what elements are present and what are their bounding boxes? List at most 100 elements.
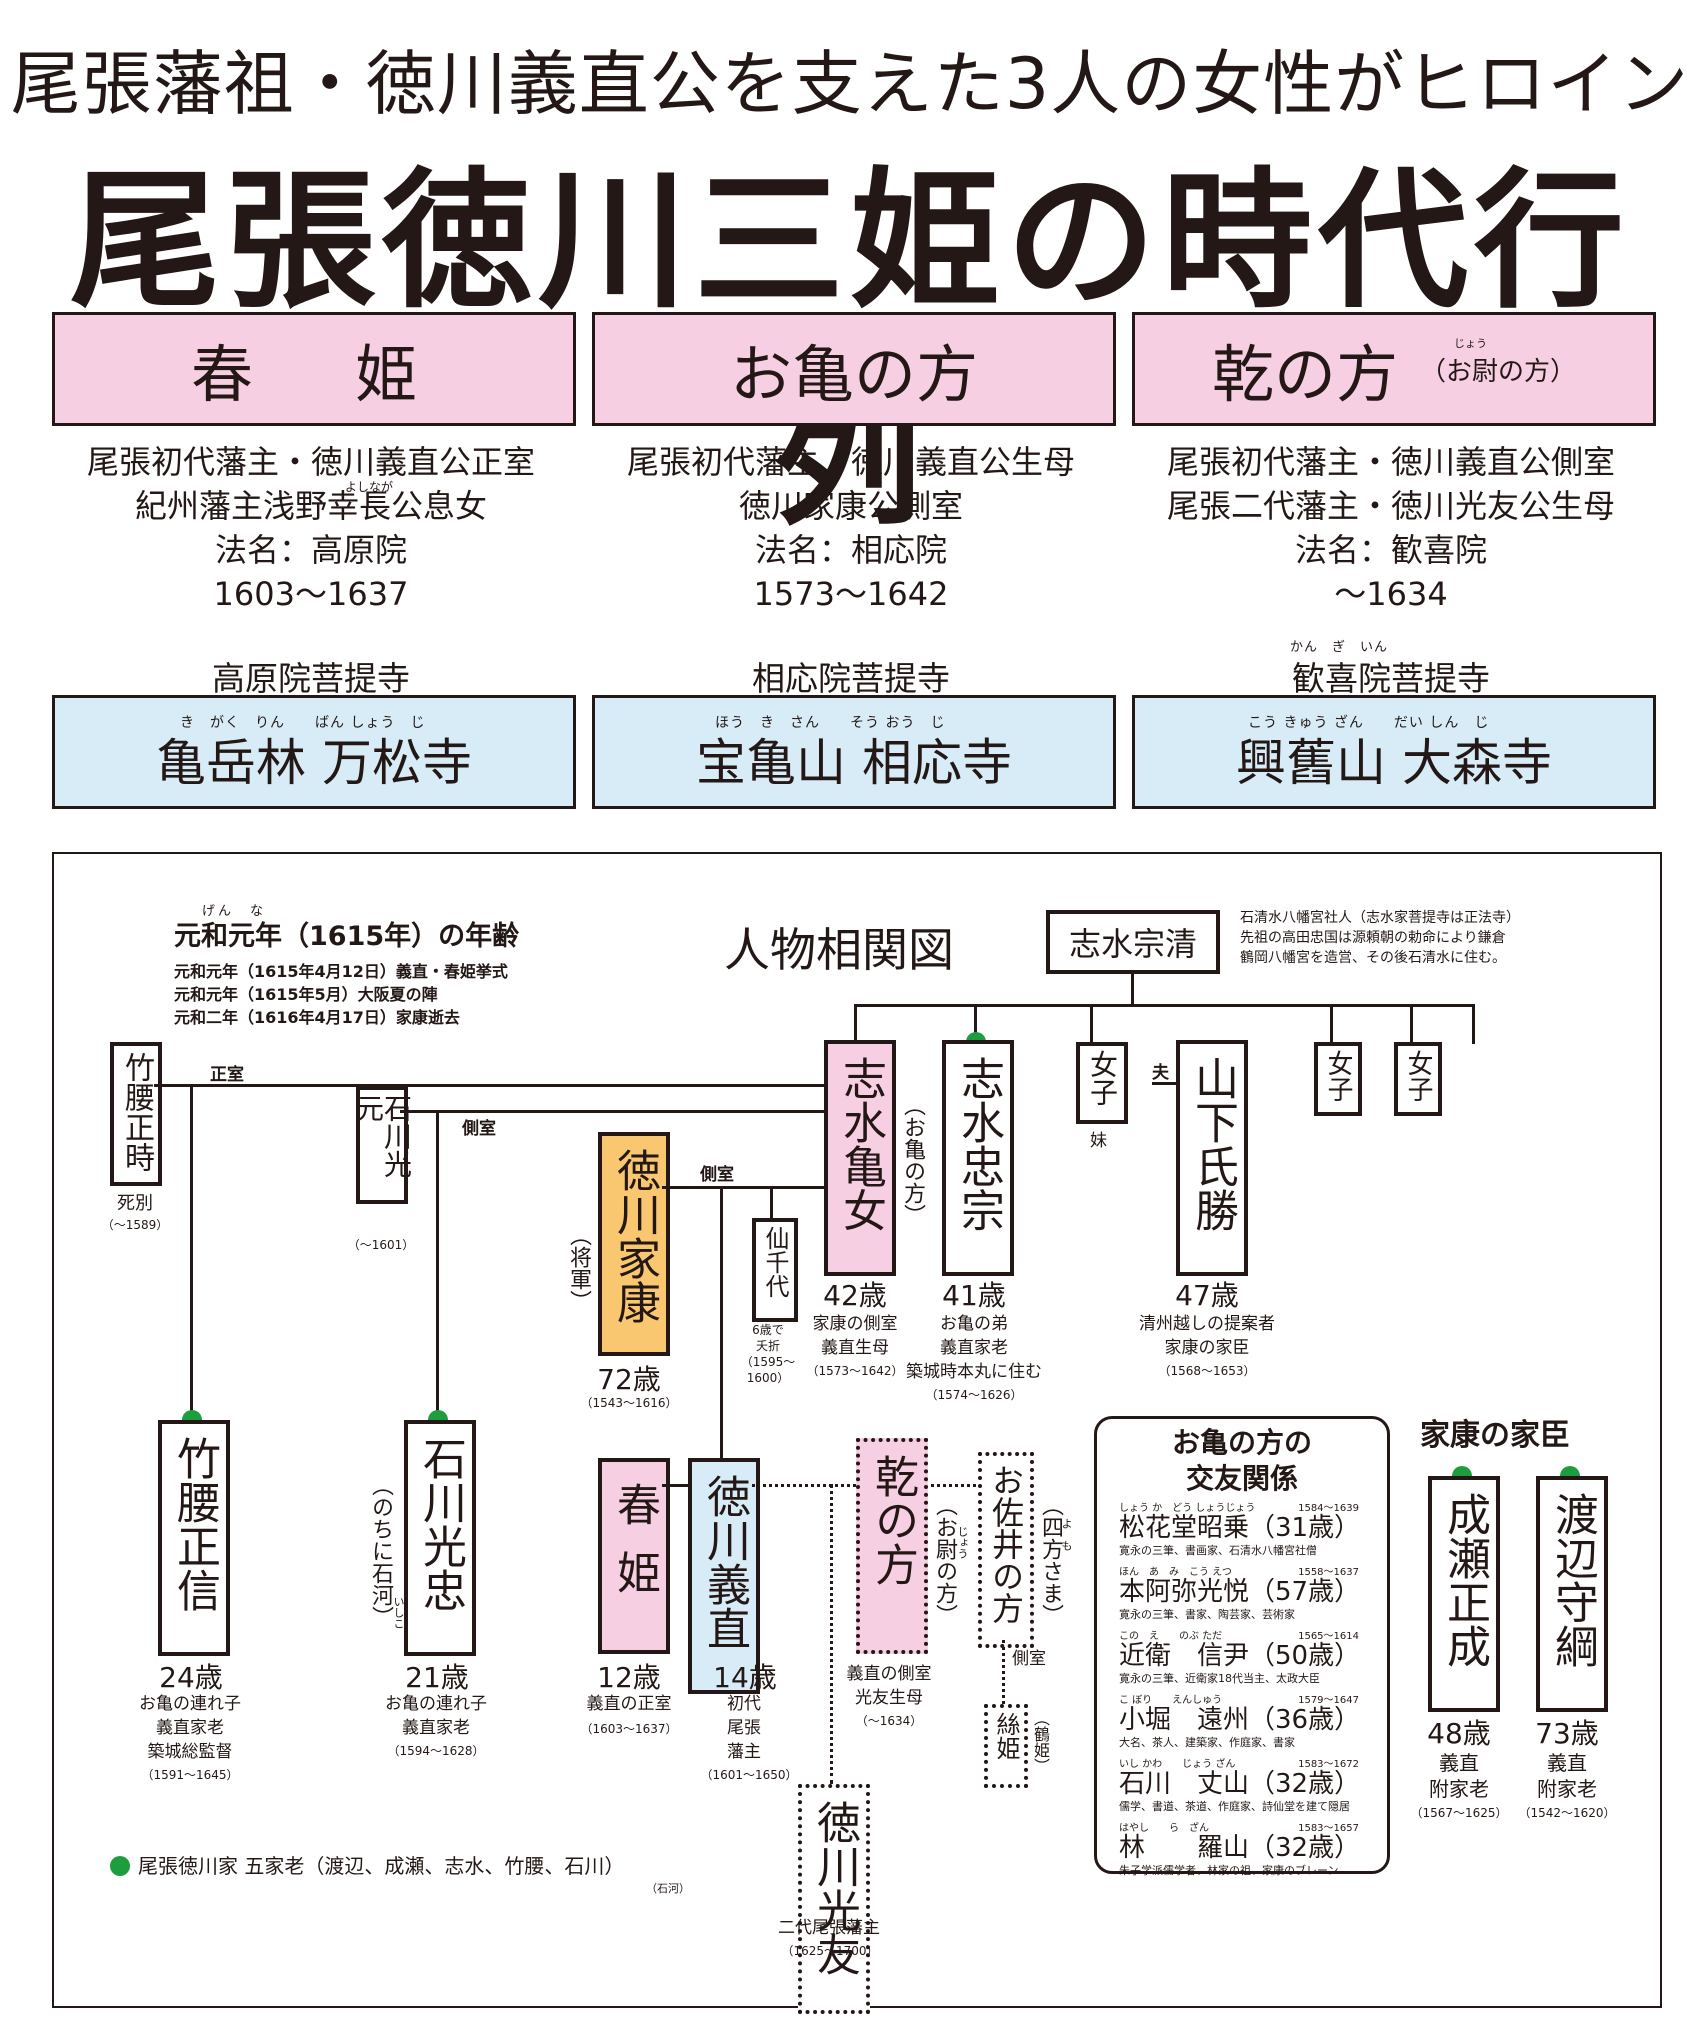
person-okame: 志水亀女: [824, 1040, 896, 1276]
person-takenokoshi-masatoki: 竹腰正時: [110, 1042, 162, 1186]
age-yoshinao: 14歳: [713, 1661, 777, 1694]
info-line: 法名：高原院: [214, 531, 407, 569]
info-line: 尾張二代藩主・徳川光友公生母: [1166, 487, 1615, 525]
info-line: 尾張初代藩主・徳川義直公側室: [1166, 443, 1615, 481]
inui-note-ruby: じょう: [956, 1526, 969, 1559]
info-line: 法名：相応院: [754, 531, 947, 569]
person-ishikawa-mitsumoto: 石川光元: [352, 1086, 413, 1204]
years-ieyasu: （1543〜1616）: [580, 1396, 678, 1410]
age-masanobu: 24歳: [159, 1661, 223, 1694]
heroine-box-inui: 乾の方 じょう （お尉の方）: [1132, 312, 1656, 426]
relation-label: 側室: [462, 1119, 496, 1139]
chart-title: 人物相関図: [724, 923, 954, 977]
subtitle: 尾張藩祖・徳川義直公を支えた3人の女性がヒロイン: [10, 43, 1690, 125]
bodaiji-label: 相応院菩提寺: [752, 659, 950, 698]
years-okame: （1573〜1642）: [806, 1364, 904, 1378]
age-heading-ruby: げん な: [202, 904, 267, 919]
person-inui: 乾の方: [856, 1438, 928, 1654]
heroine-box-okame: お亀の方: [592, 312, 1116, 426]
age-haruhime: 12歳: [597, 1661, 661, 1694]
event-item: 元和元年（1615年4月12日）義直・春姫挙式: [174, 962, 508, 981]
osai-note-ruby: よ も: [1060, 1518, 1073, 1551]
age-tadamune: 41歳: [942, 1279, 1006, 1312]
event-item: 元和二年（1616年4月17日）家康逝去: [174, 1008, 460, 1027]
heroine-info-inui: 尾張初代藩主・徳川義直公側室 尾張二代藩主・徳川光友公生母 法名：歓喜院 〜16…: [1126, 440, 1656, 616]
relation-label: 夫: [1152, 1063, 1169, 1083]
heroine-name: お亀の方: [729, 338, 978, 411]
temple-ruby: ほう き さん そう おう じ: [715, 715, 946, 731]
person-tokugawa-ieyasu: 徳川家康: [598, 1132, 670, 1356]
info-ruby: よしなが: [345, 480, 394, 494]
heroine-note: じょう （お尉の方）: [1420, 336, 1577, 387]
person-ishikawa-mitsutada: 石川光忠: [404, 1420, 476, 1656]
heroine-info-haruhime: 尾張初代藩主・徳川義直公正室 紀州藩主浅野幸長公息女 法名：高原院 1603〜1…: [46, 440, 576, 616]
info-line: 1603〜1637: [213, 575, 409, 613]
temple-box-soouji: 宝亀山 相応寺: [592, 695, 1116, 809]
heroine-note-ruby: じょう: [1454, 336, 1487, 350]
info-line: 法名：歓喜院: [1294, 531, 1487, 569]
info-line: 尾張初代藩主・徳川義直公生母: [626, 443, 1075, 481]
bodaiji-label: 歓喜院菩提寺: [1292, 659, 1490, 698]
info-line: 紀州藩主浅野幸長公息女: [134, 487, 487, 525]
desc-okame: 家康の側室 義直生母: [812, 1314, 898, 1358]
osai-note: （四方さま）: [1038, 1494, 1063, 1626]
person-shimizu-tadamune: 志水忠宗: [942, 1040, 1014, 1276]
event-list: 元和元年（1615年4月12日）義直・春姫挙式 元和元年（1615年5月）大阪夏…: [174, 960, 508, 1029]
okame-note: （お亀の方）: [900, 1094, 925, 1226]
years-mitsumoto: （〜1601）: [347, 1238, 415, 1252]
info-line: 1573〜1642: [753, 575, 949, 613]
years-mitsutada: （1594〜1628）: [387, 1744, 485, 1758]
heroine-box-haruhime: 春 姫: [52, 312, 576, 426]
person-osai: お佐井の方: [978, 1452, 1034, 1648]
age-okame: 42歳: [823, 1279, 887, 1312]
relation-label: 妹: [1090, 1131, 1107, 1151]
legend: 尾張徳川家 五家老（渡辺、成瀬、志水、竹腰、石川）: [138, 1854, 625, 1878]
years-masatoki: （〜1589）: [101, 1218, 169, 1232]
relation-label: 側室: [1012, 1649, 1046, 1669]
bodaiji-ruby: かん ぎ いん: [1290, 640, 1389, 655]
person-yamashita: 山下氏勝: [1176, 1040, 1248, 1276]
desc-tadamune: お亀の弟 義直家老 築城時本丸に住む: [906, 1314, 1042, 1382]
event-item: 元和元年（1615年5月）大阪夏の陣: [174, 985, 438, 1004]
shimizu-note: 石清水八幡宮社人（志水家菩提寺は正法寺） 先祖の高田忠国は源頼朝の勅命により鎌倉…: [1240, 910, 1520, 966]
temple-name: 亀岳林 万松寺: [156, 734, 472, 792]
karo-dot-icon: [110, 1856, 130, 1876]
age-ieyasu: 72歳: [597, 1363, 661, 1396]
friends-title: お亀の方の 交友関係: [1171, 1426, 1312, 1495]
age-heading: 元和元年（1615年）の年齢: [174, 921, 520, 952]
person-shimizu-munekiyo: 志水宗清: [1046, 910, 1220, 974]
info-line: 徳川家康公側室: [738, 487, 963, 525]
years-inui: （〜1634）: [855, 1714, 923, 1728]
person-mitsutomo: 徳川光友: [798, 1784, 870, 2014]
desc-naruse: 義直 附家老: [1429, 1751, 1489, 1801]
desc-watanabe: 義直 附家老: [1537, 1751, 1597, 1801]
ishikawa-note: （のちに石河）: [368, 1474, 393, 1628]
heroine-name: 春 姫: [190, 338, 437, 411]
years-mitsutomo: （1625〜1700）: [781, 1944, 879, 1958]
desc-masanobu: お亀の連れ子 義直家老 築城総監督: [139, 1694, 241, 1762]
temple-box-banshoji: 亀岳林 万松寺: [52, 695, 576, 809]
age-yamashita: 47歳: [1175, 1279, 1239, 1312]
person-onna: 女子: [1314, 1042, 1362, 1116]
years-haruhime: （1603〜1637）: [580, 1722, 678, 1736]
relation-label: 正室: [210, 1065, 244, 1085]
desc-yoshinao: 初代 尾張 藩主: [727, 1694, 761, 1762]
desc-mitsutomo: 二代尾張藩主: [778, 1918, 880, 1938]
person-onna-imouto: 女子: [1076, 1042, 1128, 1124]
person-yoshinao: 徳川義直: [688, 1458, 760, 1694]
legend-sub: （石河）: [646, 1882, 690, 1895]
shogun-note: （将軍）: [566, 1224, 591, 1312]
info-line: 尾張初代藩主・徳川義直公正室: [86, 443, 535, 481]
age-mitsutada: 21歳: [405, 1661, 469, 1694]
age-watanabe: 73歳: [1535, 1717, 1599, 1750]
person-watanabe: 渡辺守綱: [1536, 1476, 1608, 1712]
years-watanabe: （1542〜1620）: [1518, 1806, 1616, 1820]
